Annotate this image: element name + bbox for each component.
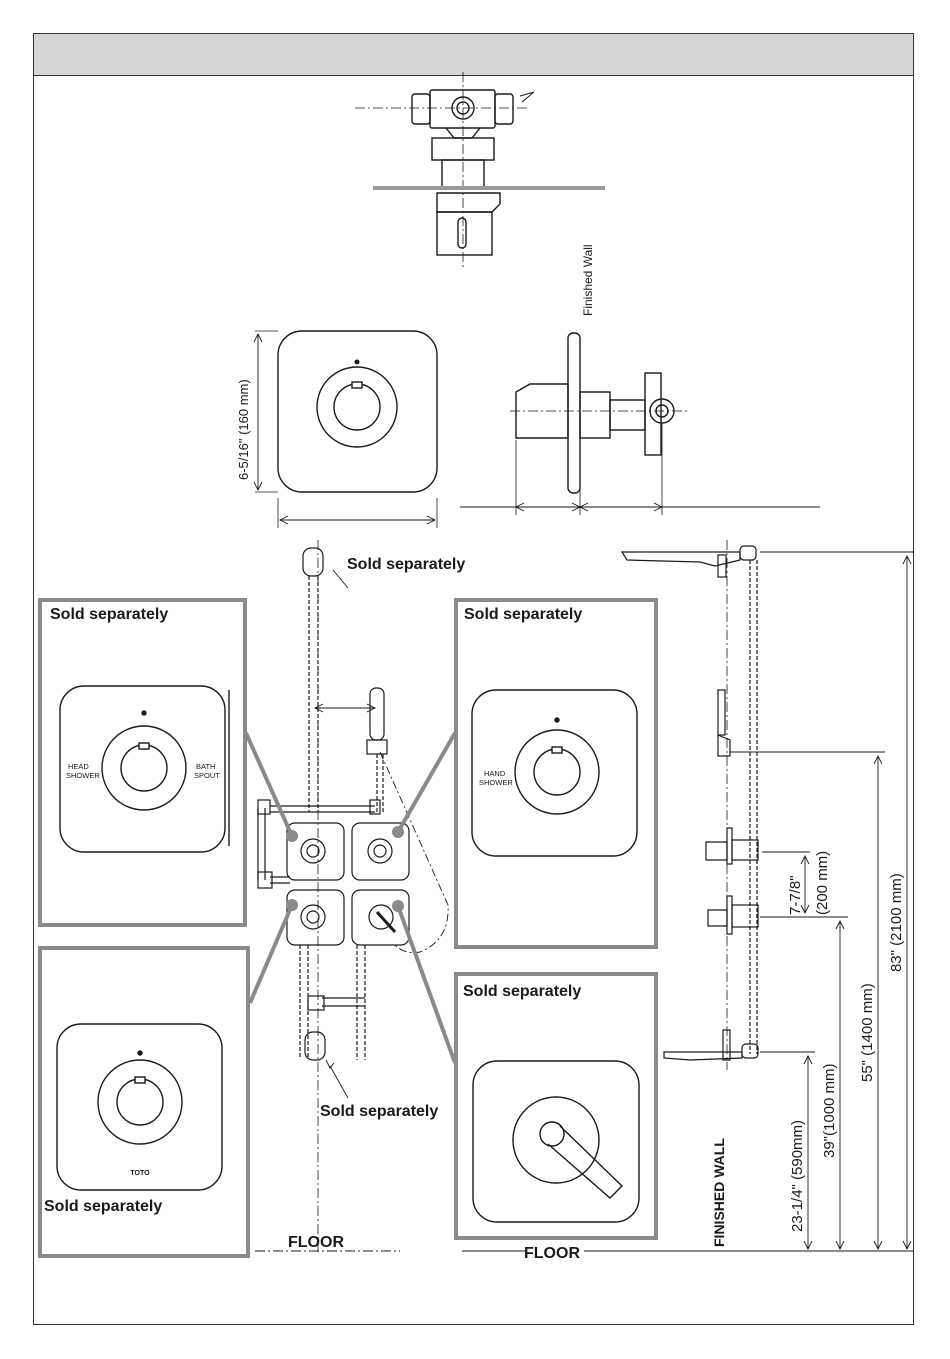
floor-label-right: FLOOR [524, 1245, 580, 1262]
label-shower: SHOWER [66, 771, 100, 780]
callout-hand-shower: Sold separately HAND SHOWER [456, 600, 656, 947]
trim-front-view [254, 331, 437, 528]
callout-dots [286, 826, 404, 912]
label-bath: BATH [196, 762, 215, 771]
callout-toto-trim: TOTO Sold separately [40, 948, 248, 1256]
dim-590: 23-1/4" (590mm) [789, 1120, 806, 1232]
label-spout: SPOUT [194, 771, 220, 780]
finished-wall-label-vertical: Finished Wall [581, 244, 595, 316]
callout-lever-title: Sold separately [463, 983, 581, 1000]
label-hand-shower: SHOWER [479, 778, 513, 787]
piping-assembly [258, 540, 448, 1255]
dim-1000: 39"(1000 mm) [821, 1063, 838, 1158]
side-elevation [622, 540, 758, 1070]
label-hand: HAND [484, 769, 506, 778]
dim-1400: 55" (1400 mm) [859, 983, 876, 1082]
callout-hand-shower-title: Sold separately [464, 606, 582, 623]
dim-spacing-in: 7-7/8" [787, 875, 804, 915]
toto-logo-text: TOTO [130, 1170, 150, 1177]
callout-head-bath: Sold separately HEAD SHOWER BATH SPOUT [40, 600, 245, 925]
sold-separately-bottom: Sold separately [320, 1103, 438, 1120]
callout-head-bath-title: Sold separately [50, 606, 168, 623]
dim-trim-height: 6-5/16" (160 mm) [236, 379, 251, 480]
callout-toto-title: Sold separately [44, 1198, 162, 1215]
callout-lever-trim: Sold separately [456, 974, 656, 1238]
finished-wall-label: FINISHED WALL [711, 1138, 727, 1247]
label-head: HEAD [68, 762, 89, 771]
dim-2100: 83" (2100 mm) [888, 873, 905, 972]
callout-connectors [246, 733, 455, 1063]
valve-side-view [460, 333, 820, 515]
valve-top-view [355, 72, 605, 270]
sold-separately-top: Sold separately [347, 556, 465, 573]
floor-label-left: FLOOR [288, 1234, 344, 1251]
dim-spacing-mm: (200 mm) [814, 851, 831, 915]
